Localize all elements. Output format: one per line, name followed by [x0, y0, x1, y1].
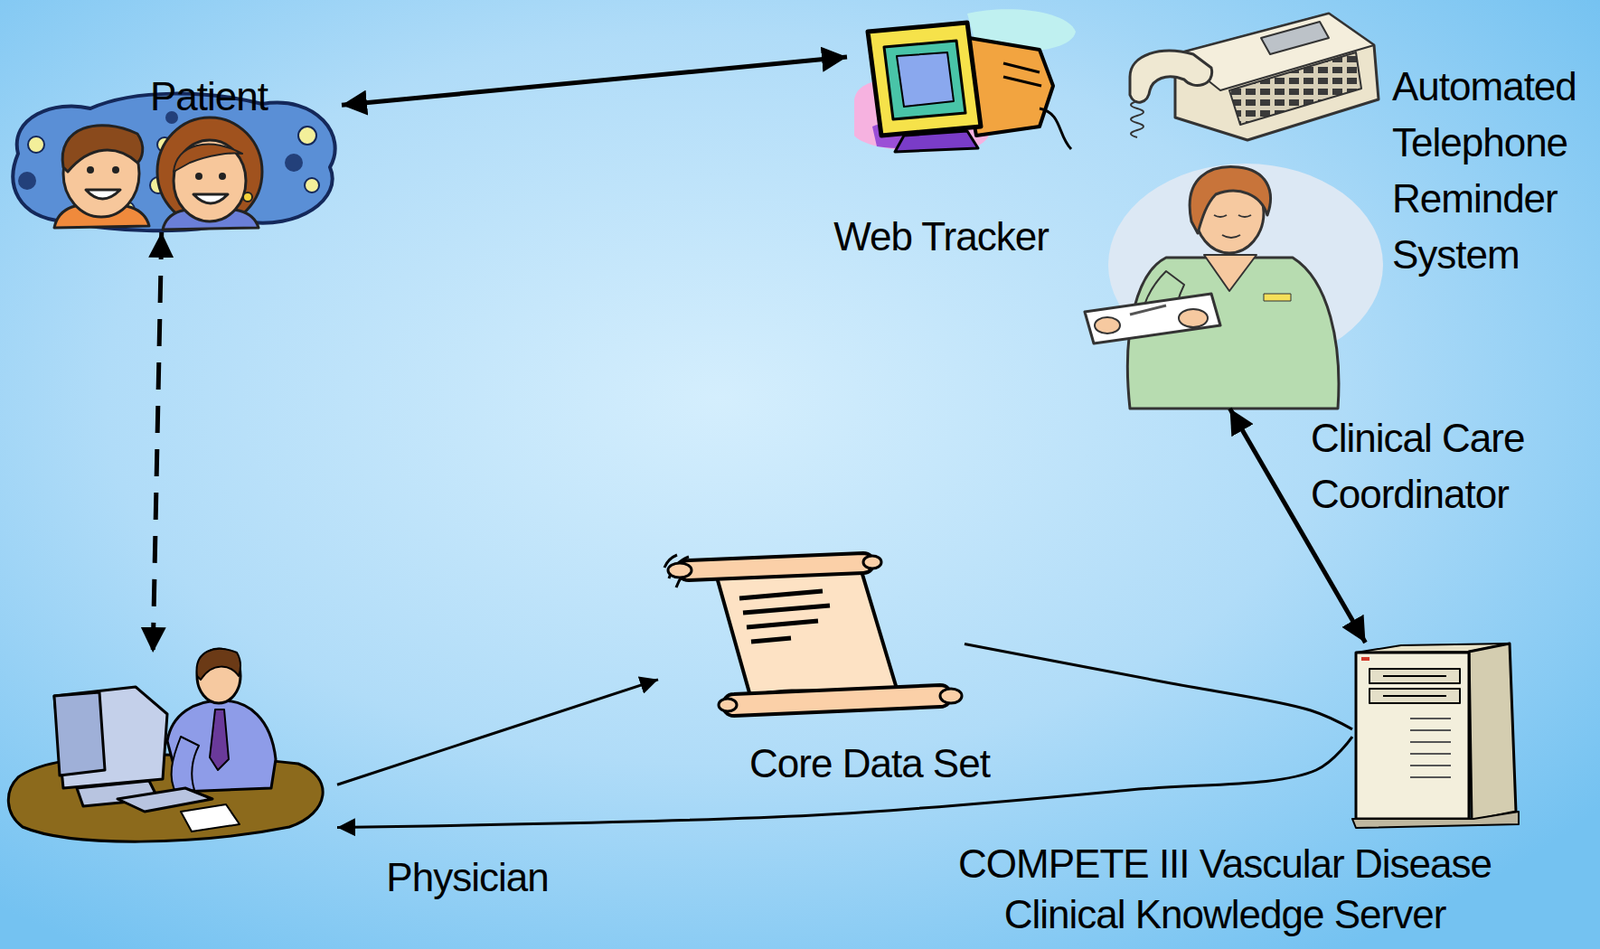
patient-node: Patient	[8, 73, 342, 233]
phone-node: Automated Telephone Reminder System	[1117, 5, 1384, 143]
physician-illustration	[8, 649, 323, 842]
computer-illustration	[854, 9, 1076, 152]
node-label: Core Data Set	[715, 738, 1024, 790]
scroll-illustration	[664, 553, 962, 716]
server-node: COMPETE III Vascular Disease Clinical Kn…	[1352, 642, 1516, 828]
server-illustration	[1352, 643, 1519, 829]
connector-arrow	[337, 736, 1353, 828]
connector-arrow	[341, 56, 848, 105]
node-label: Clinical Care Coordinator	[1310, 410, 1555, 523]
physician-node: Physician	[8, 652, 338, 848]
connector-arrow	[337, 679, 659, 785]
tracker-node: Web Tracker	[847, 5, 1083, 153]
nurse-illustration	[1084, 163, 1384, 409]
node-label: Automated Telephone Reminder System	[1392, 58, 1577, 283]
node-label: Patient	[118, 71, 300, 123]
connector-arrow	[964, 643, 1353, 729]
node-label: Web Tracker	[805, 211, 1077, 263]
telephone-illustration	[1129, 13, 1379, 141]
node-label: COMPETE III Vascular Disease Clinical Kn…	[944, 838, 1506, 941]
document-node: Core Data Set	[658, 551, 965, 730]
node-label: Physician	[349, 852, 585, 904]
connector-arrow	[152, 232, 162, 653]
coordinator-node: Clinical Care Coordinator	[1076, 163, 1384, 409]
